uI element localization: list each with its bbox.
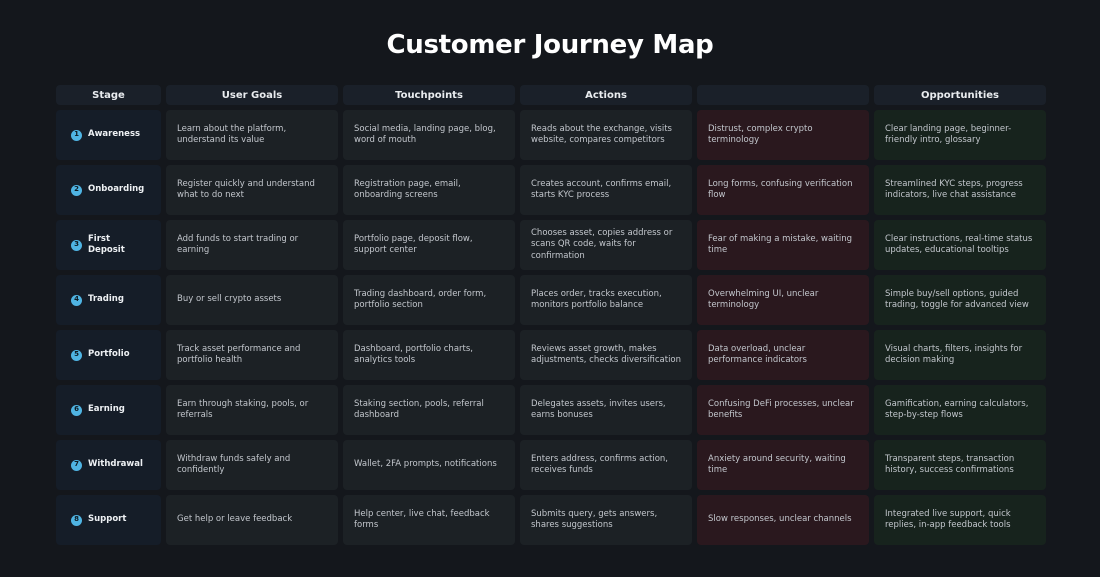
touchpoints-cell: Social media, landing page, blog, word o… [343,110,515,160]
pain-point-cell: Data overload, unclear performance indic… [697,330,869,380]
user-goals-cell: Add funds to start trading or earning [166,220,338,270]
stage-number-badge: 7 [71,459,82,471]
opportunities-cell: Integrated live support, quick replies, … [874,495,1046,545]
touchpoints-cell: Registration page, email, onboarding scr… [343,165,515,215]
user-goals-cell: Earn through staking, pools, or referral… [166,385,338,435]
stage-cell: 5 Portfolio [56,330,161,380]
touchpoints-cell: Trading dashboard, order form, portfolio… [343,275,515,325]
opportunities-cell: Clear landing page, beginner-friendly in… [874,110,1046,160]
opportunities-cell: Simple buy/sell options, guided trading,… [874,275,1046,325]
stage-name: Portfolio [88,349,130,360]
stage-number-badge: 1 [71,129,82,141]
stage-cell: 1 Awareness [56,110,161,160]
stage-name: Trading [88,294,124,305]
header-stage: Stage [56,85,161,105]
opportunities-cell: Transparent steps, transaction history, … [874,440,1046,490]
stage-name: Withdrawal [88,459,143,470]
pain-point-cell: Long forms, confusing verification flow [697,165,869,215]
user-goals-cell: Register quickly and understand what to … [166,165,338,215]
actions-cell: Reviews asset growth, makes adjustments,… [520,330,692,380]
actions-cell: Delegates assets, invites users, earns b… [520,385,692,435]
stage-number-badge: 8 [71,514,82,526]
user-goals-cell: Track asset performance and portfolio he… [166,330,338,380]
touchpoints-cell: Help center, live chat, feedback forms [343,495,515,545]
opportunities-cell: Clear instructions, real-time status upd… [874,220,1046,270]
pain-point-cell: Anxiety around security, waiting time [697,440,869,490]
stage-name: Support [88,514,127,525]
actions-cell: Submits query, gets answers, shares sugg… [520,495,692,545]
actions-cell: Reads about the exchange, visits website… [520,110,692,160]
stage-number-badge: 4 [71,294,82,306]
actions-cell: Creates account, confirms email, starts … [520,165,692,215]
pain-point-cell: Slow responses, unclear channels [697,495,869,545]
user-goals-cell: Learn about the platform, understand its… [166,110,338,160]
stage-number-badge: 2 [71,184,82,196]
stage-cell: 2 Onboarding [56,165,161,215]
opportunities-cell: Gamification, earning calculators, step-… [874,385,1046,435]
touchpoints-cell: Wallet, 2FA prompts, notifications [343,440,515,490]
actions-cell: Enters address, confirms action, receive… [520,440,692,490]
stage-cell: 6 Earning [56,385,161,435]
actions-cell: Places order, tracks execution, monitors… [520,275,692,325]
stage-cell: 8 Support [56,495,161,545]
header-pain-points [697,85,869,105]
stage-number-badge: 3 [71,239,82,251]
pain-point-cell: Overwhelming UI, unclear terminology [697,275,869,325]
pain-point-cell: Confusing DeFi processes, unclear benefi… [697,385,869,435]
opportunities-cell: Streamlined KYC steps, progress indicato… [874,165,1046,215]
stage-name: Earning [88,404,125,415]
touchpoints-cell: Dashboard, portfolio charts, analytics t… [343,330,515,380]
stage-name: Onboarding [88,184,145,195]
user-goals-cell: Withdraw funds safely and confidently [166,440,338,490]
journey-grid: Stage User Goals Touchpoints Actions Opp… [56,85,1046,545]
header-touchpoints: Touchpoints [343,85,515,105]
touchpoints-cell: Staking section, pools, referral dashboa… [343,385,515,435]
stage-cell: 3 First Deposit [56,220,161,270]
header-user-goals: User Goals [166,85,338,105]
user-goals-cell: Get help or leave feedback [166,495,338,545]
touchpoints-cell: Portfolio page, deposit flow, support ce… [343,220,515,270]
header-actions: Actions [520,85,692,105]
stage-name: Awareness [88,129,141,140]
page-title: Customer Journey Map [386,30,714,60]
stage-number-badge: 6 [71,404,82,416]
opportunities-cell: Visual charts, filters, insights for dec… [874,330,1046,380]
pain-point-cell: Distrust, complex crypto terminology [697,110,869,160]
stage-cell: 7 Withdrawal [56,440,161,490]
pain-point-cell: Fear of making a mistake, waiting time [697,220,869,270]
stage-number-badge: 5 [71,349,82,361]
user-goals-cell: Buy or sell crypto assets [166,275,338,325]
header-opportunities: Opportunities [874,85,1046,105]
stage-cell: 4 Trading [56,275,161,325]
actions-cell: Chooses asset, copies address or scans Q… [520,220,692,270]
stage-name: First Deposit [88,233,125,256]
